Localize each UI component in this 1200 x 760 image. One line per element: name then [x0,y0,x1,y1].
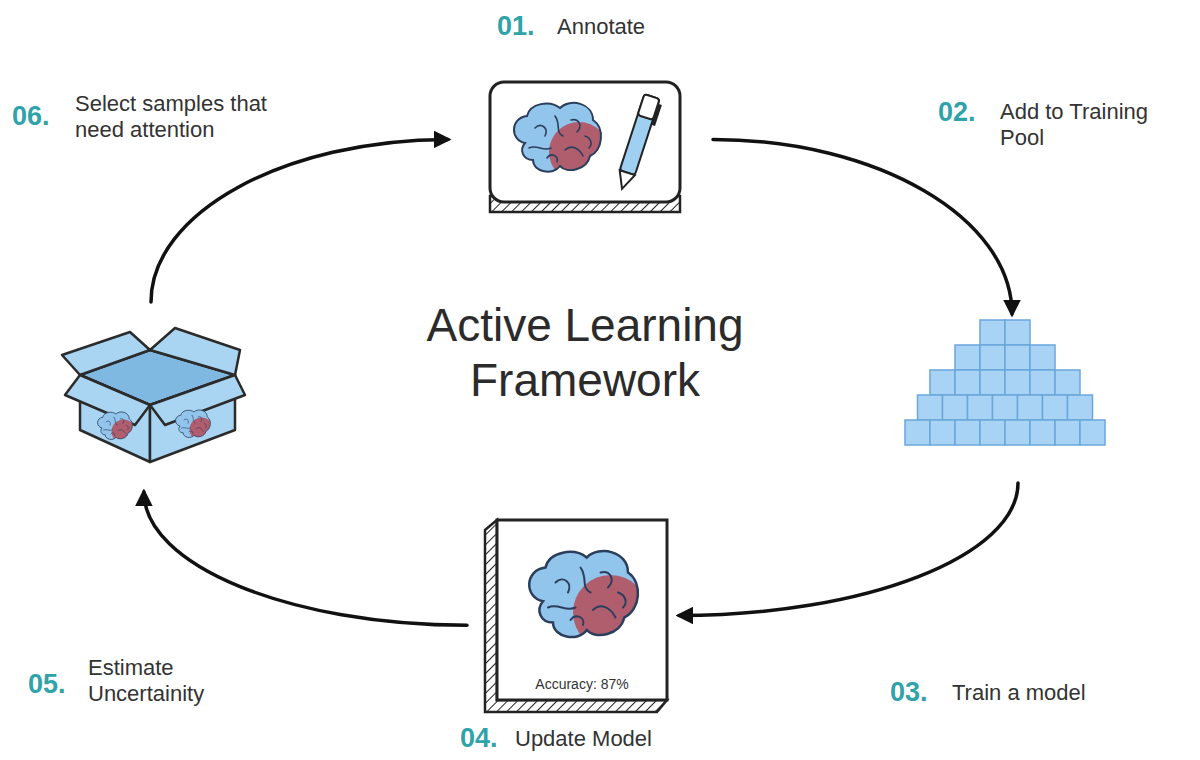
pool-block [1055,420,1080,445]
step-number: 04. [460,722,498,754]
pool-block [930,420,955,445]
brain-icon [98,412,136,444]
step-label: Annotate [557,14,645,40]
step-label: Estimate Uncertainity [88,655,248,708]
box-flap [62,332,150,375]
pen-icon [614,94,663,192]
annotate-tablet [490,82,680,212]
step-node: 01.Annotate [488,80,683,212]
pool-block [968,395,993,420]
pool-block [1055,370,1080,395]
pen-clip [651,104,662,126]
pool-block [955,345,980,370]
diagram-title: Active Learning Framework [385,298,785,408]
model-board [485,520,667,712]
pool-block [1005,370,1030,395]
cycle-arrow [151,139,448,302]
cycle-arrow [679,483,1018,616]
step-number: 01. [497,10,535,42]
step-number: 03. [890,676,928,708]
pool-block [1018,395,1043,420]
brain-icon [514,103,609,182]
pool-block [955,370,980,395]
step-label: Update Model [515,726,652,752]
step-number: 02. [938,96,976,128]
step-label: Add to Training Pool [1000,99,1180,152]
step-node: Accuracy: 87%04.Update Model [485,518,667,713]
pool-block [980,345,1005,370]
board-face [497,520,667,700]
training-pool-pyramid [905,320,1105,445]
pool-block [1068,395,1093,420]
step-node: 02.Add to Training Pool [905,320,1105,445]
brain-icon [176,410,214,442]
pool-block [1030,420,1055,445]
cycle-arrow [713,139,1012,314]
pool-block [1043,395,1068,420]
pool-block [980,420,1005,445]
pool-block [1005,420,1030,445]
pen-tip [614,170,634,191]
pool-block [955,420,980,445]
step-node: 06.Select samples that need attention [62,322,240,464]
pool-block [1030,370,1055,395]
step-number: 05. [28,668,66,700]
pool-block [1030,345,1055,370]
sample-box [62,328,245,462]
step-number: 06. [12,100,50,132]
brain-icon [529,551,648,650]
step-label: Train a model [952,680,1086,706]
box-flap [150,328,240,375]
pool-block [930,370,955,395]
pool-block [905,420,930,445]
step-label: Select samples that need attention [75,91,290,144]
tablet-face [490,82,680,202]
board-shadow [485,520,667,712]
pool-block [1005,345,1030,370]
pool-block [943,395,968,420]
pool-block [980,320,1005,345]
pool-block [1005,320,1030,345]
cycle-arrow [144,492,467,625]
pool-block [980,370,1005,395]
pool-block [1080,420,1105,445]
pool-block [918,395,943,420]
pen-body [620,94,660,175]
accuracy-text: Accuracy: 87% [535,676,628,693]
pool-block [993,395,1018,420]
